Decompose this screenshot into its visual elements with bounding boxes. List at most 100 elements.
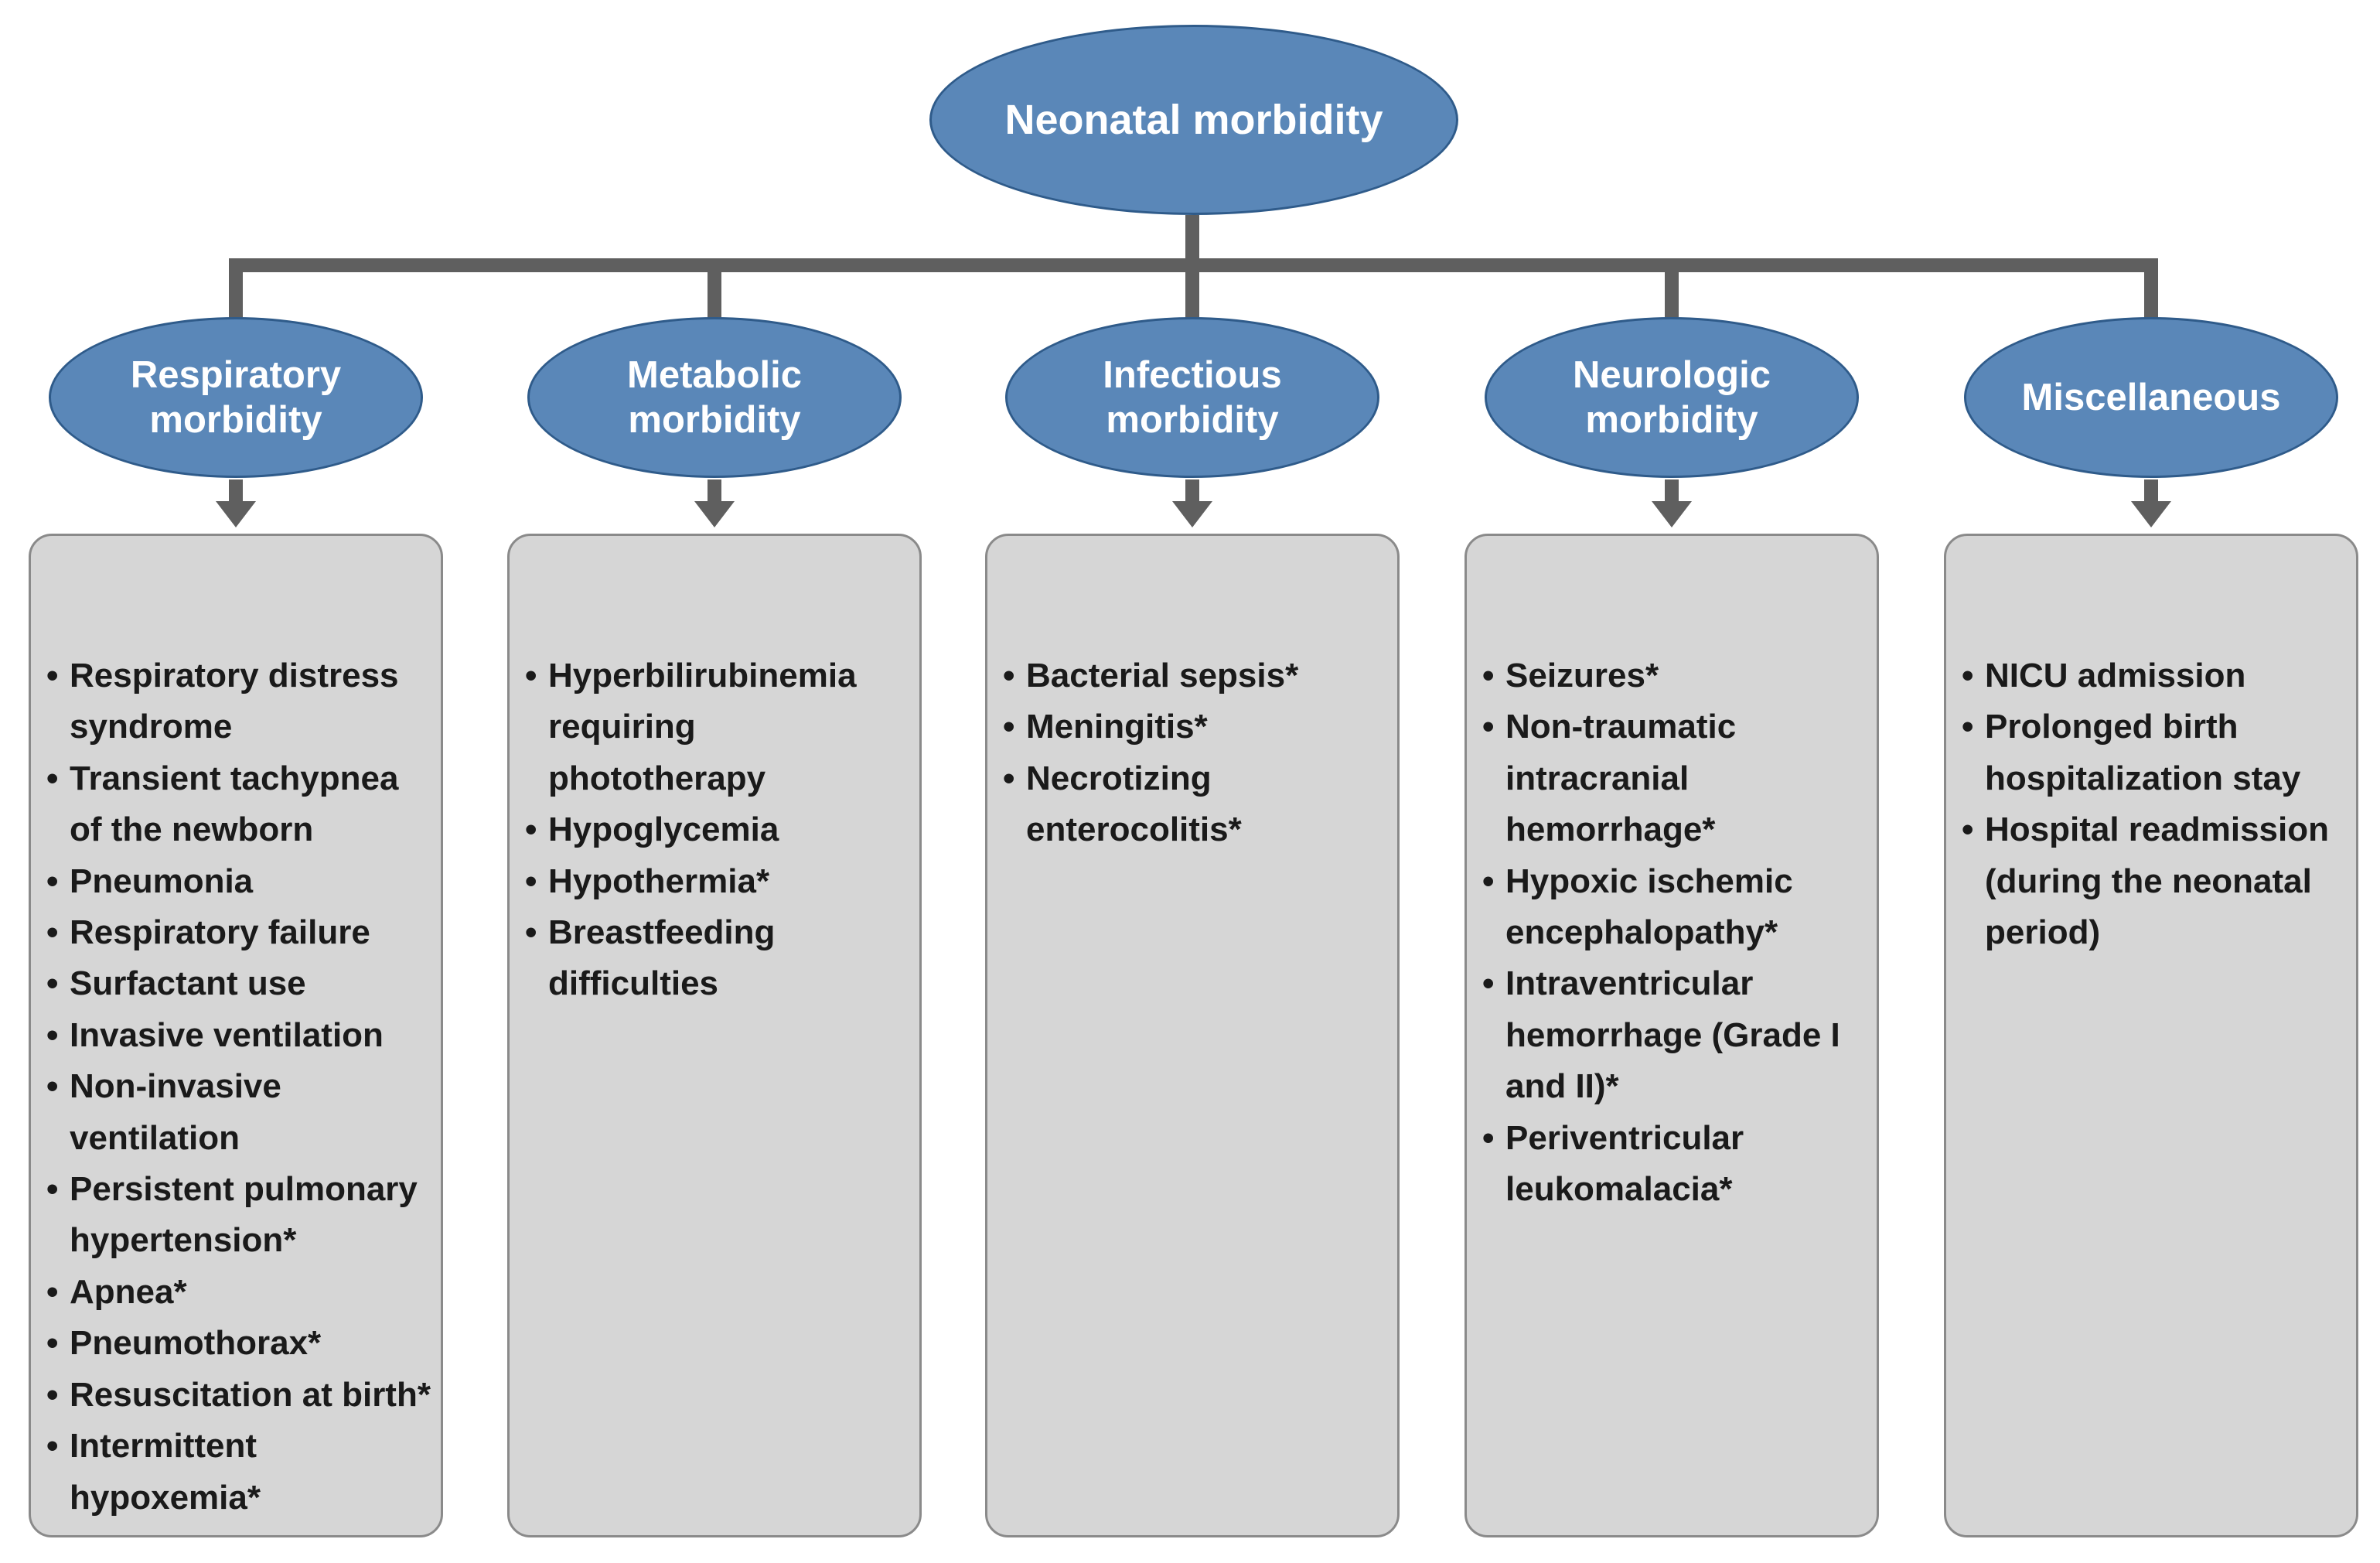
list-item-text: Hospital readmission (during the neonata…	[1985, 811, 2330, 952]
bullet-icon: •	[46, 1375, 59, 1414]
arrow-down-icon	[1652, 501, 1692, 527]
bullet-icon: •	[1962, 811, 1974, 849]
connector-drop-1	[708, 258, 721, 320]
arrow-stem	[1185, 479, 1199, 503]
list-item: •Transient tachypnea of the newborn	[43, 753, 435, 856]
list-item: • Hyperbilirubinemia requiring photothera…	[522, 650, 913, 804]
list-item-text: Hypoxic ischemic encephalopathy*	[1505, 862, 1793, 952]
list-item-text: Surfactant use	[70, 964, 306, 1003]
list-item: • Bacterial sepsis*	[1000, 650, 1391, 701]
list-item-text: Respiratory distress syndrome	[70, 657, 399, 746]
category-label-line: Neurologic	[1573, 354, 1771, 396]
category-items-box: • Hyperbilirubinemia requiring photothera…	[507, 534, 922, 1537]
arrow-down-icon	[216, 501, 256, 527]
list-item: •Seizures*	[1479, 650, 1870, 701]
bullet-icon: •	[1003, 759, 1015, 797]
category-label-line: Miscellaneous	[2021, 377, 2281, 418]
category-label-line: Metabolic	[627, 354, 802, 396]
bullet-icon: •	[525, 811, 537, 849]
list-item: •Invasive ventilation	[43, 1010, 435, 1061]
items-list: • Hyperbilirubinemia requiring photothera…	[522, 650, 913, 1010]
list-item-text: Transient tachypnea of the newborn	[70, 759, 399, 849]
bullet-icon: •	[46, 1170, 59, 1209]
list-item-text: Meningitis*	[1026, 708, 1208, 746]
list-item-text: Periventricular leukomalacia*	[1505, 1118, 1744, 1209]
list-item-text: Necrotizing enterocolitis*	[1026, 759, 1242, 849]
list-item: • Hospital readmission (during the neonat…	[1959, 804, 2350, 958]
bullet-icon: •	[525, 913, 537, 952]
list-item: •Surfactant use	[43, 958, 435, 1009]
list-item: • Persistent pulmonary hypertension*	[43, 1164, 435, 1267]
list-item-text: Pneumonia	[70, 862, 254, 900]
list-item: •Pneumonia	[43, 856, 435, 907]
category-node: Miscellaneous	[1964, 317, 2338, 478]
list-item: • Respiratory distress syndrome	[43, 650, 435, 753]
list-item-text: Hyperbilirubinemia requiring phototherap…	[548, 657, 857, 797]
bullet-icon: •	[46, 1067, 59, 1106]
bullet-icon: •	[525, 862, 537, 900]
list-item: • Resuscitation at birth*	[43, 1370, 435, 1421]
arrow-stem	[708, 479, 721, 503]
list-item: •NICU admission	[1959, 650, 2350, 701]
bullet-icon: •	[1003, 708, 1015, 746]
items-list: •Respiratory distress syndrome•Transient…	[43, 650, 435, 1524]
arrow-stem	[2144, 479, 2158, 503]
connector-drop-4	[2144, 258, 2158, 320]
list-item: • Non-invasive ventilation	[43, 1061, 435, 1164]
bullet-icon: •	[46, 657, 59, 694]
list-item: •Periventricular leukomalacia*	[1479, 1113, 1870, 1216]
bullet-icon: •	[46, 1015, 59, 1054]
arrow-down-icon	[2131, 501, 2171, 527]
category-items-box: • Bacterial sepsis* • Meningitis* • Necrotizi…	[985, 534, 1400, 1537]
list-item-text: Hypothermia*	[548, 862, 770, 900]
connector-drop-2	[1185, 258, 1199, 320]
arrow-stem	[229, 479, 243, 503]
bullet-icon: •	[1482, 964, 1495, 1003]
bullet-icon: •	[46, 1272, 59, 1311]
category-label-line: morbidity	[149, 399, 322, 441]
bullet-icon: •	[525, 657, 537, 694]
list-item: • Non-traumatic intracranial hemorrhage*	[1479, 701, 1870, 855]
bullet-icon: •	[1003, 657, 1015, 694]
list-item-text: Hypoglycemia	[548, 811, 779, 849]
list-item-text: Non-traumatic intracranial hemorrhage*	[1505, 708, 1737, 849]
list-item: • Respiratory failure	[43, 907, 435, 958]
list-item-text: NICU admission	[1985, 657, 2246, 694]
list-item: • Hypoglycemia	[522, 804, 913, 855]
category-items-box: •Respiratory distress syndrome•Transient…	[29, 534, 443, 1537]
bullet-icon: •	[1482, 862, 1495, 900]
list-item-text: Resuscitation at birth*	[70, 1375, 431, 1414]
list-item-text: Seizures*	[1505, 657, 1659, 694]
root-label: Neonatal morbidity	[1004, 97, 1383, 143]
list-item: • Meningitis*	[1000, 701, 1391, 752]
root-node: Neonatal morbidity	[929, 25, 1458, 215]
list-item-text: Persistent pulmonary hypertension*	[70, 1170, 418, 1260]
list-item-text: Breastfeeding difficulties	[548, 913, 776, 1003]
connector-drop-3	[1665, 258, 1679, 320]
category-label-line: Respiratory	[130, 354, 342, 396]
category-label: Miscellaneous	[2022, 375, 2281, 420]
bullet-icon: •	[1482, 708, 1495, 746]
list-item-text: Non-invasive ventilation	[70, 1067, 281, 1157]
bullet-icon: •	[46, 913, 59, 952]
list-item: •Intraventricular hemorrhage (Grade I an…	[1479, 958, 1870, 1112]
list-item: •Intermittent hypoxemia*	[43, 1421, 435, 1524]
list-item: • Necrotizing enterocolitis*	[1000, 753, 1391, 856]
list-item-text: Apnea*	[70, 1272, 187, 1311]
list-item-text: Respiratory failure	[70, 913, 370, 952]
category-label-line: morbidity	[1585, 399, 1758, 441]
bullet-icon: •	[46, 1324, 59, 1363]
list-item-text: Prolonged birth hospitalization stay	[1985, 708, 2301, 797]
connector-drop-0	[229, 258, 243, 320]
category-label-line: morbidity	[1106, 399, 1279, 441]
category-label-line: Infectious	[1103, 354, 1282, 396]
bullet-icon: •	[1962, 708, 1974, 746]
list-item-text: Bacterial sepsis*	[1026, 657, 1299, 694]
